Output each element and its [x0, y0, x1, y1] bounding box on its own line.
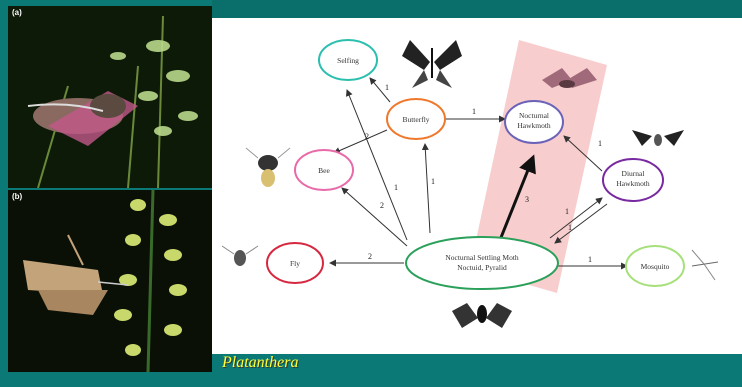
- mosquito-illustration: [692, 250, 718, 280]
- node-mosquito-label: Mosquito: [641, 262, 670, 271]
- caption-platanthera: Platanthera: [222, 354, 298, 372]
- node-butterfly-label: Butterfly: [402, 115, 429, 124]
- photo-a-hawkmoth-feeding: (a): [8, 6, 212, 188]
- top-band: [212, 0, 742, 18]
- node-settling-moth-line1: Nocturnal Settling Moth: [445, 253, 519, 262]
- photo-a-illustration: [8, 6, 212, 188]
- label-moth-selfing: 1: [394, 183, 398, 192]
- node-settling-moth-line2: Noctuid, Pyralid: [457, 263, 507, 272]
- node-fly-label: Fly: [290, 259, 300, 268]
- edge-butterfly-bee: [334, 130, 387, 153]
- label-highlight-arrow: 3: [525, 195, 529, 204]
- diurnal-moth-illustration: [632, 130, 684, 146]
- diagram-svg: 1 1 2 1 1 1 2 1 1 3 2 1 Selfing Butterfl…: [212, 18, 742, 354]
- node-diurnal-hawkmoth-line1: Diurnal: [622, 169, 645, 178]
- label-diurnal-nocturnal: 1: [598, 139, 602, 148]
- photo-b-illustration: [8, 190, 212, 372]
- bee-illustration: [246, 148, 290, 187]
- butterfly-illustration: [402, 40, 462, 88]
- label-butterfly-bee: 2: [365, 132, 369, 141]
- label-moth-fly: 2: [368, 252, 372, 261]
- label-butterfly-nocturnal: 1: [472, 107, 476, 116]
- edge-moth-butterfly: [425, 144, 430, 233]
- label-moth-diurnal-down: 1: [568, 223, 572, 232]
- settling-moth-illustration: [452, 303, 512, 328]
- pollinator-diagram: 1 1 2 1 1 1 2 1 1 3 2 1 Selfing Butterfl…: [212, 18, 742, 354]
- fly-illustration: [222, 246, 258, 266]
- node-diurnal-hawkmoth-line2: Hawkmoth: [616, 179, 650, 188]
- photo-a-label: (a): [12, 8, 22, 17]
- edge-moth-bee: [342, 188, 407, 246]
- label-butterfly-selfing: 1: [385, 83, 389, 92]
- label-moth-diurnal-up: 1: [565, 207, 569, 216]
- photo-b-moth-on-orchid: (b): [8, 190, 212, 372]
- photo-b-label: (b): [12, 192, 22, 201]
- node-nocturnal-hawkmoth-line1: Nocturnal: [519, 111, 549, 120]
- node-nocturnal-hawkmoth-line2: Hawkmoth: [517, 121, 551, 130]
- label-moth-bee: 2: [380, 201, 384, 210]
- node-selfing-label: Selfing: [337, 56, 359, 65]
- label-moth-mosquito: 1: [588, 255, 592, 264]
- label-moth-butterfly: 1: [431, 177, 435, 186]
- node-bee-label: Bee: [318, 166, 330, 175]
